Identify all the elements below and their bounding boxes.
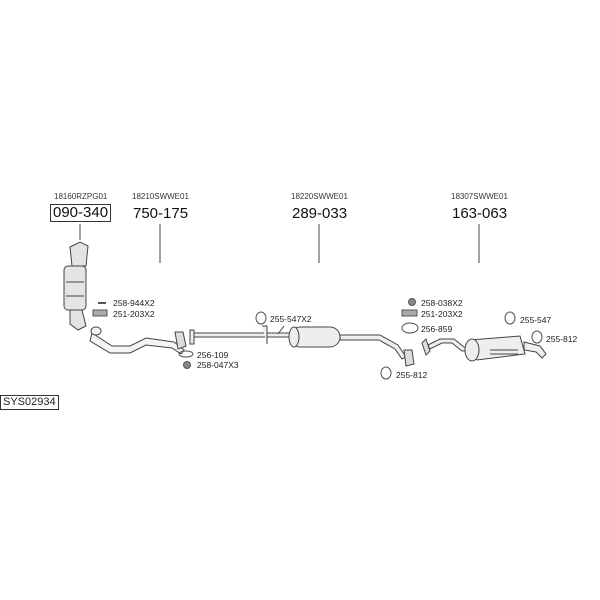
diagram-id: SYS02934 xyxy=(0,395,59,410)
front-pipe-part[interactable] xyxy=(89,326,187,355)
catalytic-converter-part[interactable] xyxy=(63,241,89,331)
oem-code: 18210SWWE01 xyxy=(132,192,189,201)
nut-icon xyxy=(408,298,416,306)
accessory-label[interactable]: 255-547X2 xyxy=(270,314,312,324)
accessory-label[interactable]: 255-812 xyxy=(546,334,578,344)
accessory-label[interactable]: 256-109 xyxy=(197,350,229,360)
rubber-hanger-icon xyxy=(531,330,543,344)
nut-icon xyxy=(183,361,191,369)
accessory-label[interactable]: 251-203X2 xyxy=(421,309,463,319)
accessory-label[interactable]: 256-859 xyxy=(421,324,453,334)
accessory-label[interactable]: 258-944X2 xyxy=(113,298,155,308)
spring-icon xyxy=(92,309,108,317)
rear-muffler-part[interactable] xyxy=(421,335,547,362)
oem-code: 18160RZPG01 xyxy=(54,192,108,201)
gasket-ring-icon xyxy=(401,322,419,334)
oem-code: 18220SWWE01 xyxy=(291,192,348,201)
gasket-ring-icon xyxy=(178,350,194,358)
center-muffler-part[interactable] xyxy=(189,325,415,367)
part-number-link[interactable]: 090-340 xyxy=(50,204,112,222)
rubber-hanger-icon xyxy=(255,311,267,325)
part-number-link[interactable]: 750-175 xyxy=(133,205,189,222)
accessory-label[interactable]: 258-038X2 xyxy=(421,298,463,308)
rubber-hanger-icon xyxy=(504,311,516,325)
accessory-label[interactable]: 258-047X3 xyxy=(197,360,239,370)
oem-code: 18307SWWE01 xyxy=(451,192,508,201)
accessory-label[interactable]: 255-812 xyxy=(396,370,428,380)
accessory-label[interactable]: 251-203X2 xyxy=(113,309,155,319)
rubber-hanger-icon xyxy=(380,366,392,380)
part-number-link[interactable]: 289-033 xyxy=(292,205,348,222)
spring-icon xyxy=(401,309,418,317)
part-number-link[interactable]: 163-063 xyxy=(452,205,508,222)
accessory-label[interactable]: 255-547 xyxy=(520,315,552,325)
